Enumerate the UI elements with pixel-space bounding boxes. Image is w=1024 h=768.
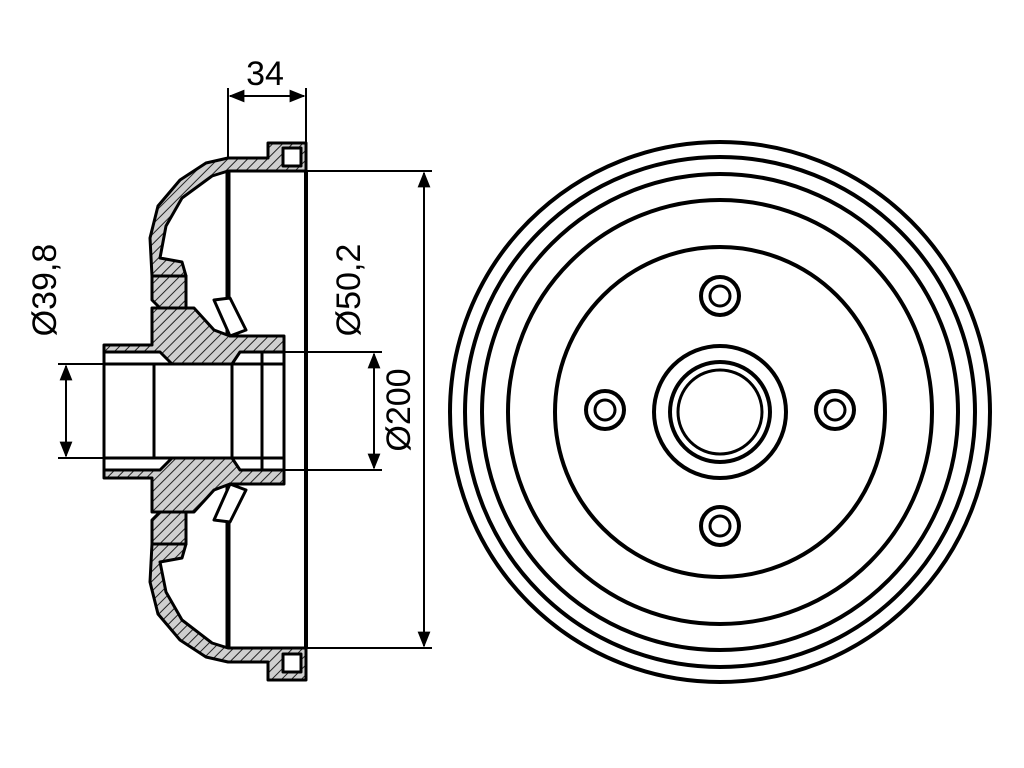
stud-hole-bottom [699,505,741,547]
rim-block-bottom [281,652,303,674]
hub-inner [668,360,772,464]
hub-outer [652,344,788,480]
drum-face [553,245,887,579]
side-section-view [102,141,308,682]
hub-flange-bottom [212,482,248,524]
hub-flange-top [212,296,248,338]
hub-bore [102,362,286,460]
stud-hole-left [584,389,626,431]
drum-ring-2 [463,155,977,669]
drum-shell-top [148,141,308,278]
stud-hole-top [699,275,741,317]
hub-bore-front [676,368,764,456]
hub-body-top [102,306,286,366]
drum-label: Ø200 [380,368,418,451]
front-view [448,140,992,684]
drum-ring-3 [480,172,960,652]
drum-ring-4 [506,198,934,626]
web-bottom [150,510,188,546]
rim-block-top [281,146,303,168]
web-top [150,274,188,310]
hub-label: Ø50,2 [330,244,368,337]
hub-body-bottom [102,456,286,514]
width-label: 34 [246,55,284,93]
bore-label: Ø39,8 [26,244,64,337]
stud-hole-right [814,389,856,431]
dimensions [58,88,432,649]
drum-outer-ring [448,140,992,684]
dimension-labels: 34 Ø39,8 Ø50,2 Ø200 [26,55,418,452]
